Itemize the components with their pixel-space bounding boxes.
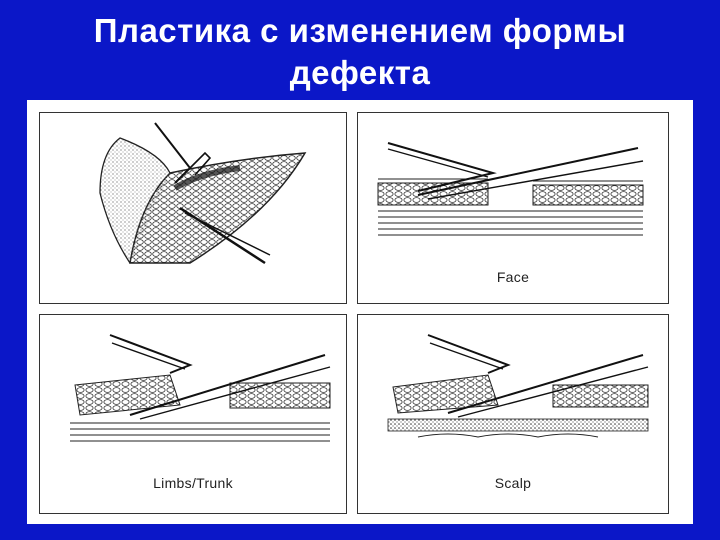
face-undermining-illustration xyxy=(377,142,644,236)
panel-caption-face: Face xyxy=(496,269,530,285)
scalp-undermining-illustration xyxy=(387,334,649,438)
slide-title-line-1: Пластика с изменением формы xyxy=(93,12,627,49)
illustration-sheet: Face Limbs/Trunk xyxy=(27,100,693,524)
slide-title: Пластика с изменением формы дефекта xyxy=(0,10,720,94)
panel-bottom-right: Scalp xyxy=(357,314,669,514)
panel-caption-scalp: Scalp xyxy=(494,475,532,491)
panel-caption-limbs-trunk: Limbs/Trunk xyxy=(153,475,233,491)
panel-top-left xyxy=(39,112,347,304)
slide-title-line-2: дефекта xyxy=(289,54,431,91)
limbs-trunk-undermining-illustration xyxy=(70,334,331,442)
panel-bottom-left: Limbs/Trunk xyxy=(39,314,347,514)
panel-top-right: Face xyxy=(357,112,669,304)
undermining-forceps-illustration xyxy=(99,122,307,265)
